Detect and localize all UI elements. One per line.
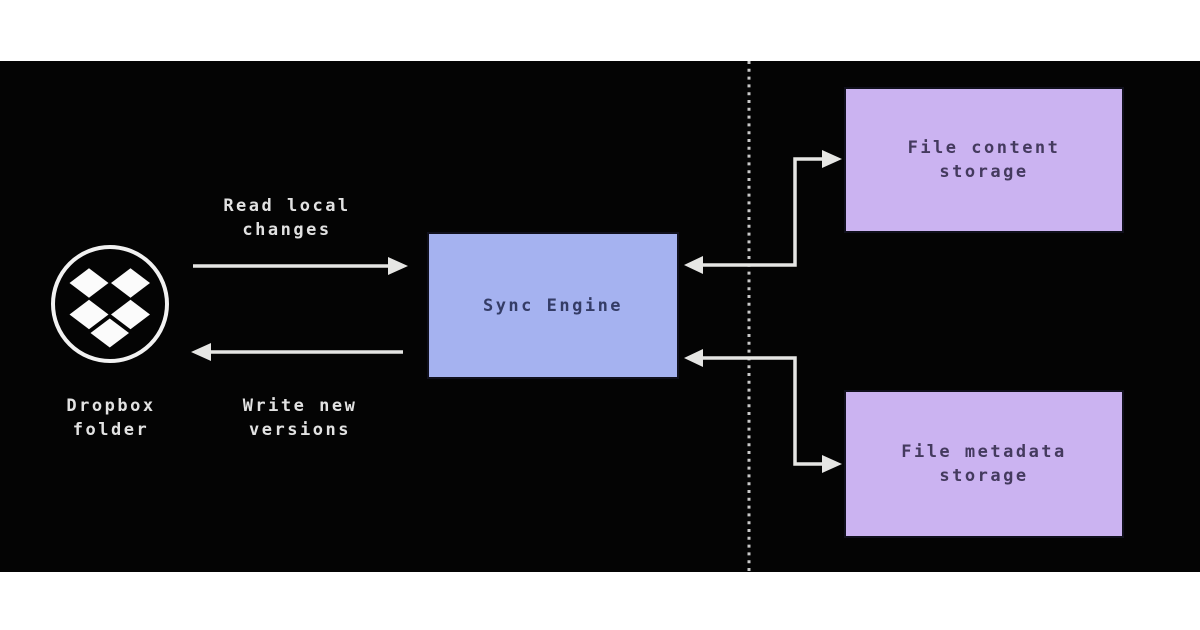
dropbox-folder-label: Dropbox folder — [31, 394, 191, 442]
write-arrow-label-line2: versions — [249, 420, 351, 440]
write-arrow-label-line1: Write new — [242, 396, 358, 416]
dropbox-icon — [51, 245, 169, 363]
file-metadata-storage-label-line2: storage — [939, 466, 1029, 486]
file-metadata-storage-node: File metadata storage — [844, 390, 1124, 538]
read-arrow-label-line1: Read local — [223, 196, 351, 216]
dropbox-folder-label-line2: folder — [72, 420, 150, 440]
file-content-storage-label-line2: storage — [939, 162, 1029, 182]
dropbox-folder-label-line1: Dropbox — [66, 396, 156, 416]
write-arrow-label: Write new versions — [200, 394, 400, 442]
read-arrow-label: Read local changes — [187, 194, 387, 242]
file-content-storage-label-line1: File content — [907, 138, 1061, 158]
diagram-canvas: Dropbox folder Read local changes Write … — [0, 61, 1200, 572]
metadata-connector — [684, 349, 842, 473]
read-arrow-label-line2: changes — [242, 220, 332, 240]
content-connector — [684, 150, 842, 274]
file-content-storage-node: File content storage — [844, 87, 1124, 233]
sync-engine-label: Sync Engine — [482, 295, 624, 316]
read-arrow — [193, 257, 408, 275]
write-arrow — [191, 343, 403, 361]
sync-engine-node: Sync Engine — [427, 232, 679, 379]
file-metadata-storage-label-line1: File metadata — [901, 442, 1067, 462]
connector-layer — [191, 61, 842, 572]
